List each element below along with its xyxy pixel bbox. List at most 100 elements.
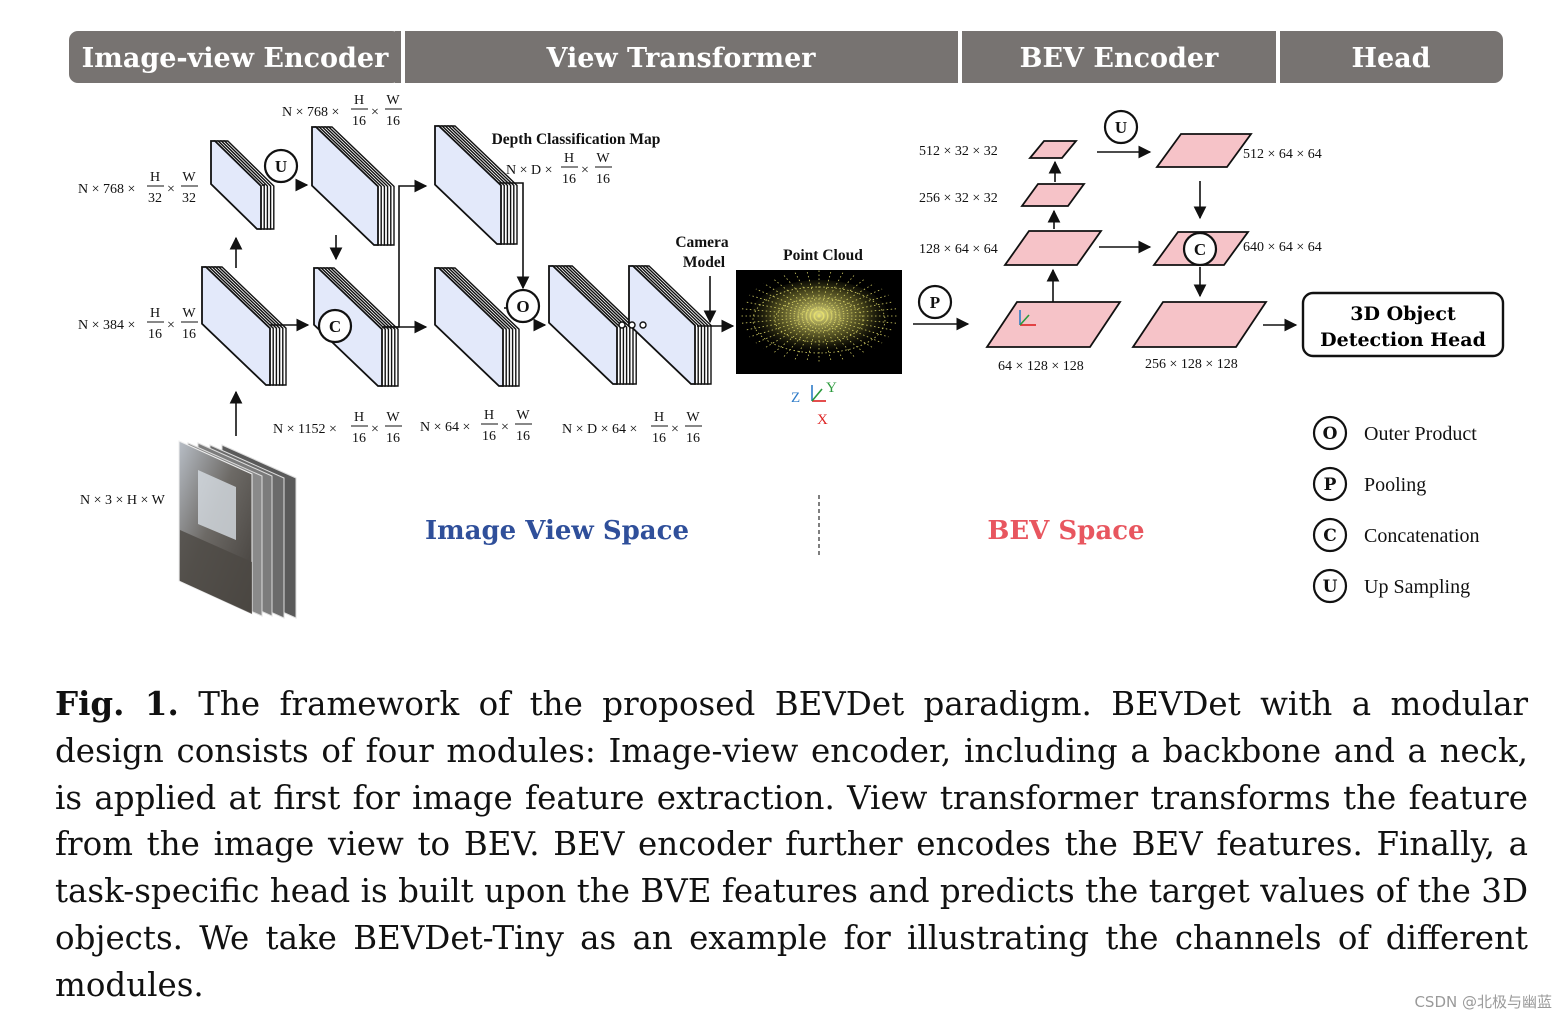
stage-label-view-transformer: View Transformer — [545, 43, 816, 74]
svg-text:W: W — [596, 151, 610, 166]
svg-text:×: × — [167, 318, 175, 333]
concat-op-icon: C — [317, 308, 353, 344]
figure-label: Fig. 1. — [55, 684, 179, 723]
legend-item: P Pooling — [1312, 466, 1426, 502]
feature-stack-upsampled — [311, 126, 395, 246]
svg-text:×: × — [371, 105, 379, 120]
legend-symbol: C — [1323, 526, 1337, 546]
legend-label: Pooling — [1364, 474, 1426, 496]
feature-stack-stage16 — [201, 266, 287, 386]
legend-item: C Concatenation — [1312, 517, 1480, 553]
bev-dim-up: 512 × 64 × 64 — [1243, 147, 1322, 162]
upsample-op-icon: U — [263, 148, 299, 184]
svg-text:×: × — [371, 422, 379, 437]
svg-text:H: H — [354, 410, 364, 425]
svg-text:N × D ×: N × D × — [506, 163, 553, 178]
feature-stack-context — [434, 267, 520, 387]
feature-stack-depth — [434, 125, 518, 245]
svg-text:32: 32 — [148, 191, 162, 206]
svg-text:×: × — [501, 420, 509, 435]
legend-label: Concatenation — [1364, 525, 1480, 547]
bev-space-label: BEV Space — [987, 516, 1144, 546]
detection-head-label-line2: Detection Head — [1320, 329, 1486, 351]
outer-product-op-icon: O — [505, 288, 541, 324]
svg-text:U: U — [275, 157, 287, 176]
input-image-stack — [178, 440, 297, 619]
feature-stack-frustum-a — [548, 265, 637, 385]
svg-text:Z: Z — [791, 390, 800, 406]
bev-plane-up — [1155, 133, 1253, 168]
camera-model-label-line1: Camera — [675, 234, 729, 251]
svg-text:H: H — [150, 306, 160, 321]
svg-text:N × 768 ×: N × 768 × — [282, 105, 339, 120]
figure-caption: Fig. 1. The framework of the proposed BE… — [55, 681, 1528, 1009]
legend-symbol-icon — [1312, 415, 1348, 451]
svg-text:W: W — [182, 306, 196, 321]
stage-header-head — [1280, 31, 1503, 83]
bev-plane-l3 — [1003, 230, 1103, 266]
svg-text:W: W — [516, 408, 530, 423]
svg-text:16: 16 — [686, 431, 700, 446]
stage-header-view-transformer — [405, 31, 958, 83]
legend-item: O Outer Product — [1312, 415, 1477, 451]
stage-header-bev-encoder — [962, 31, 1276, 83]
dim-label-input: N × 3 × H × W — [80, 493, 166, 508]
bevdet-framework-diagram: Image-view Encoder View Transformer BEV … — [69, 31, 1505, 619]
ellipsis-dots — [618, 321, 647, 329]
svg-text:O: O — [516, 297, 529, 316]
stage-label-image-encoder: Image-view Encoder — [82, 43, 389, 74]
dim-label-concat-1152: N × 1152 × H 16 × W 16 — [273, 410, 402, 446]
feature-stacks — [201, 125, 712, 387]
legend-symbol: P — [1324, 475, 1337, 495]
bev-concat-op-icon: C — [1182, 231, 1218, 267]
image-view-space-label: Image View Space — [425, 516, 689, 546]
svg-text:16: 16 — [352, 431, 366, 446]
svg-text:16: 16 — [652, 431, 666, 446]
arrow-depth-to-outer — [499, 182, 530, 290]
coordinate-axes-icon: Z Y X — [791, 380, 837, 428]
bev-plane-out — [1131, 301, 1268, 348]
pooling-op-icon: P — [917, 284, 953, 320]
detection-head-label-line1: 3D Object — [1350, 303, 1456, 325]
dim-label-frustum-feature: N × D × 64 × H 16 × W 16 — [562, 410, 702, 446]
svg-text:H: H — [354, 93, 364, 108]
feature-stack-stage32 — [210, 140, 275, 230]
point-cloud-label: Point Cloud — [783, 247, 863, 264]
stage-header-image-encoder — [69, 31, 401, 83]
bev-plane-l2 — [1020, 183, 1086, 207]
bev-dim-cat: 640 × 64 × 64 — [1243, 240, 1322, 255]
svg-text:N × 384 ×: N × 384 × — [78, 318, 135, 333]
bev-plane-l1 — [1028, 140, 1078, 159]
svg-text:16: 16 — [562, 172, 576, 187]
svg-text:W: W — [182, 170, 196, 185]
svg-text:16: 16 — [516, 429, 530, 444]
bev-plane-in — [985, 301, 1122, 348]
bev-dim-out: 256 × 128 × 128 — [1145, 357, 1238, 372]
svg-text:W: W — [686, 410, 700, 425]
svg-text:16: 16 — [482, 429, 496, 444]
svg-text:P: P — [930, 293, 940, 312]
svg-text:W: W — [386, 93, 400, 108]
legend-symbol: O — [1323, 424, 1338, 444]
dim-label-context-64: N × 64 × H 16 × W 16 — [420, 408, 532, 444]
bev-upsample-op-icon: U — [1103, 109, 1139, 145]
svg-text:16: 16 — [352, 114, 366, 129]
depth-map-label: Depth Classification Map — [492, 131, 661, 148]
svg-text:N × 1152 ×: N × 1152 × — [273, 422, 337, 437]
svg-text:×: × — [167, 182, 175, 197]
svg-text:X: X — [817, 412, 828, 428]
svg-text:16: 16 — [386, 114, 400, 129]
svg-text:Y: Y — [826, 380, 837, 396]
bev-dim-l1: 512 × 32 × 32 — [919, 144, 998, 159]
bev-dim-l3: 128 × 64 × 64 — [919, 242, 998, 257]
svg-text:16: 16 — [386, 431, 400, 446]
watermark: CSDN @北极与幽蓝 — [1414, 993, 1552, 1011]
dim-label-depth-map: N × D × H 16 × W 16 — [506, 151, 612, 187]
svg-text:H: H — [564, 151, 574, 166]
svg-text:N × 64 ×: N × 64 × — [420, 420, 470, 435]
detection-head-box: 3D Object Detection Head — [1301, 291, 1505, 358]
svg-text:16: 16 — [596, 172, 610, 187]
legend-label: Outer Product — [1364, 423, 1477, 445]
